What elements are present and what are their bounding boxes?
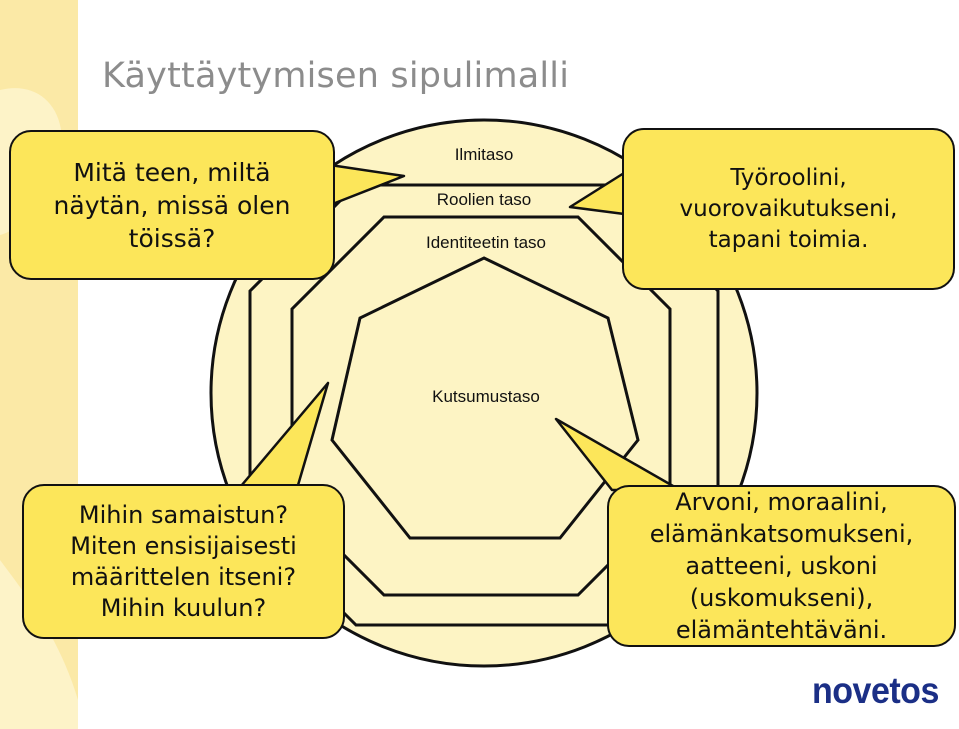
callout-line: elämäntehtäväni.	[675, 616, 888, 644]
layer-label-identity: Identiteetin taso	[425, 233, 547, 252]
callout-top-right: Työroolini, vuorovaikutukseni, tapani to…	[622, 128, 955, 290]
callout-line: näytän, missä olen	[53, 190, 291, 220]
callout-line: Arvoni, moraalini,	[675, 488, 888, 516]
callout-line: Mihin kuulun?	[100, 593, 267, 622]
callout-top-left: Mitä teen, miltä näytän, missä olen töis…	[9, 130, 335, 280]
layer-label-calling: Kutsumustaso	[432, 387, 540, 406]
layer-calling-heptagon	[330, 256, 640, 540]
novetos-logo: novetos	[812, 670, 939, 712]
layer-label-roles: Roolien taso	[436, 190, 532, 209]
callout-line: elämänkatsomukseni,	[649, 520, 914, 548]
callout-line: (uskomukseni),	[689, 584, 874, 612]
callout-bottom-right: Arvoni, moraalini, elämänkatsomukseni, a…	[607, 485, 956, 647]
callout-line: vuorovaikutukseni,	[679, 195, 898, 222]
callout-bottom-left: Mihin samaistun? Miten ensisijaisesti mä…	[22, 484, 345, 639]
callout-line: Mitä teen, miltä	[73, 157, 271, 187]
callout-line: Miten ensisijaisesti	[70, 531, 297, 560]
callout-line: Mihin samaistun?	[78, 500, 289, 529]
callout-line: aatteeni, uskoni	[685, 552, 878, 580]
callout-line: määrittelen itseni?	[70, 562, 297, 591]
page-title: Käyttäytymisen sipulimalli	[102, 56, 570, 96]
callout-line: tapani toimia.	[708, 226, 869, 253]
callout-line: Työroolini,	[730, 164, 847, 191]
layer-label-outer: Ilmitaso	[454, 145, 514, 164]
callout-line: töissä?	[128, 223, 216, 253]
